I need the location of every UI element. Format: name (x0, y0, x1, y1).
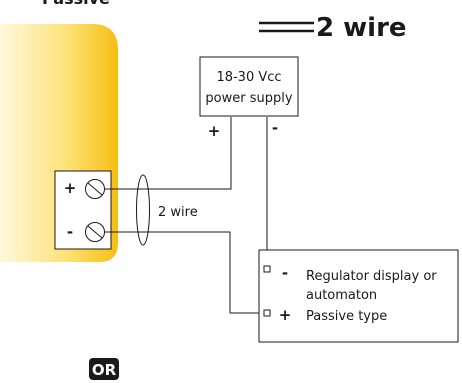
wiring-title: 2 wire (316, 13, 407, 43)
wire-plus (105, 117, 232, 190)
regulator-minus-label: - (282, 264, 288, 282)
regulator-line3: Passive type (306, 309, 387, 324)
regulator-plus-label: + (279, 306, 292, 324)
screw-terminal-minus-icon (85, 222, 105, 242)
power-supply-label: power supply (205, 91, 292, 106)
wiring-type-title: 2 wire (259, 13, 407, 43)
or-badge (89, 358, 119, 380)
power-supply-box (199, 56, 299, 117)
regulator-box (258, 249, 459, 343)
or-badge-label: OR (92, 361, 117, 379)
power-supply-minus: - (272, 119, 278, 137)
regulator-line2: automaton (306, 288, 377, 303)
terminal-plus-label: + (64, 179, 77, 197)
power-supply-plus: + (208, 122, 221, 140)
cable-label: 2 wire (158, 205, 198, 220)
screw-terminal-plus-icon (85, 179, 105, 199)
regulator-line1: Regulator display or (306, 269, 437, 284)
regulator-plus-terminal (263, 309, 271, 317)
power-supply-voltage: 18-30 Vcc (216, 70, 281, 85)
terminal-minus-label: - (67, 223, 73, 241)
header-title-fragment: Passive (42, 0, 110, 8)
wire-return (105, 231, 265, 314)
cable-bundle (136, 174, 150, 246)
regulator-minus-terminal (263, 265, 271, 273)
